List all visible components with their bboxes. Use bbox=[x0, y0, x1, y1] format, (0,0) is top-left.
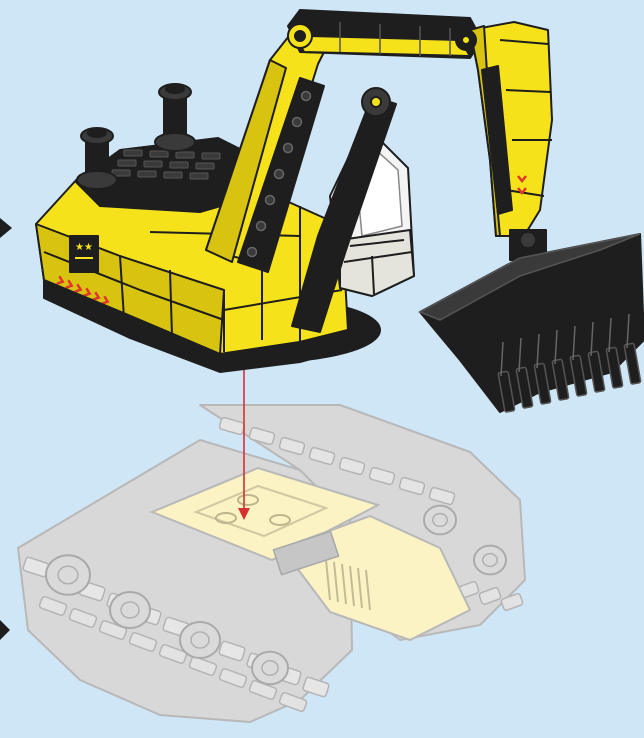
track-wheel bbox=[424, 506, 456, 535]
track-wheel bbox=[46, 555, 90, 595]
vent-slot bbox=[202, 153, 220, 159]
boom-joint-pin bbox=[295, 31, 305, 41]
track-wheel bbox=[474, 546, 506, 575]
track-wheel bbox=[110, 592, 150, 628]
vent-slot bbox=[118, 160, 136, 166]
arm-joint-cap bbox=[462, 36, 470, 44]
vent-slot bbox=[176, 152, 194, 158]
vent-slot bbox=[170, 162, 188, 168]
beam-hole bbox=[257, 222, 266, 231]
badge-stars-icon: ★★ bbox=[75, 242, 93, 253]
track-wheel bbox=[252, 652, 288, 684]
cylinder-pin-cap bbox=[371, 97, 381, 107]
vent-slot bbox=[138, 171, 156, 177]
badge-stripe bbox=[74, 256, 94, 260]
vent-slot bbox=[124, 150, 142, 156]
vent-slot bbox=[190, 173, 208, 179]
beam-hole bbox=[275, 170, 284, 179]
vent-slot bbox=[164, 172, 182, 178]
vent-slot bbox=[144, 161, 162, 167]
beam-hole bbox=[266, 196, 275, 205]
vent-slot bbox=[150, 151, 168, 157]
vent-slot bbox=[196, 163, 214, 169]
beam-hole bbox=[284, 144, 293, 153]
beam-hole bbox=[302, 92, 311, 101]
track-wheel bbox=[180, 622, 220, 658]
linkage-pin bbox=[520, 232, 536, 248]
beam-hole bbox=[248, 248, 257, 257]
beam-hole bbox=[293, 118, 302, 127]
